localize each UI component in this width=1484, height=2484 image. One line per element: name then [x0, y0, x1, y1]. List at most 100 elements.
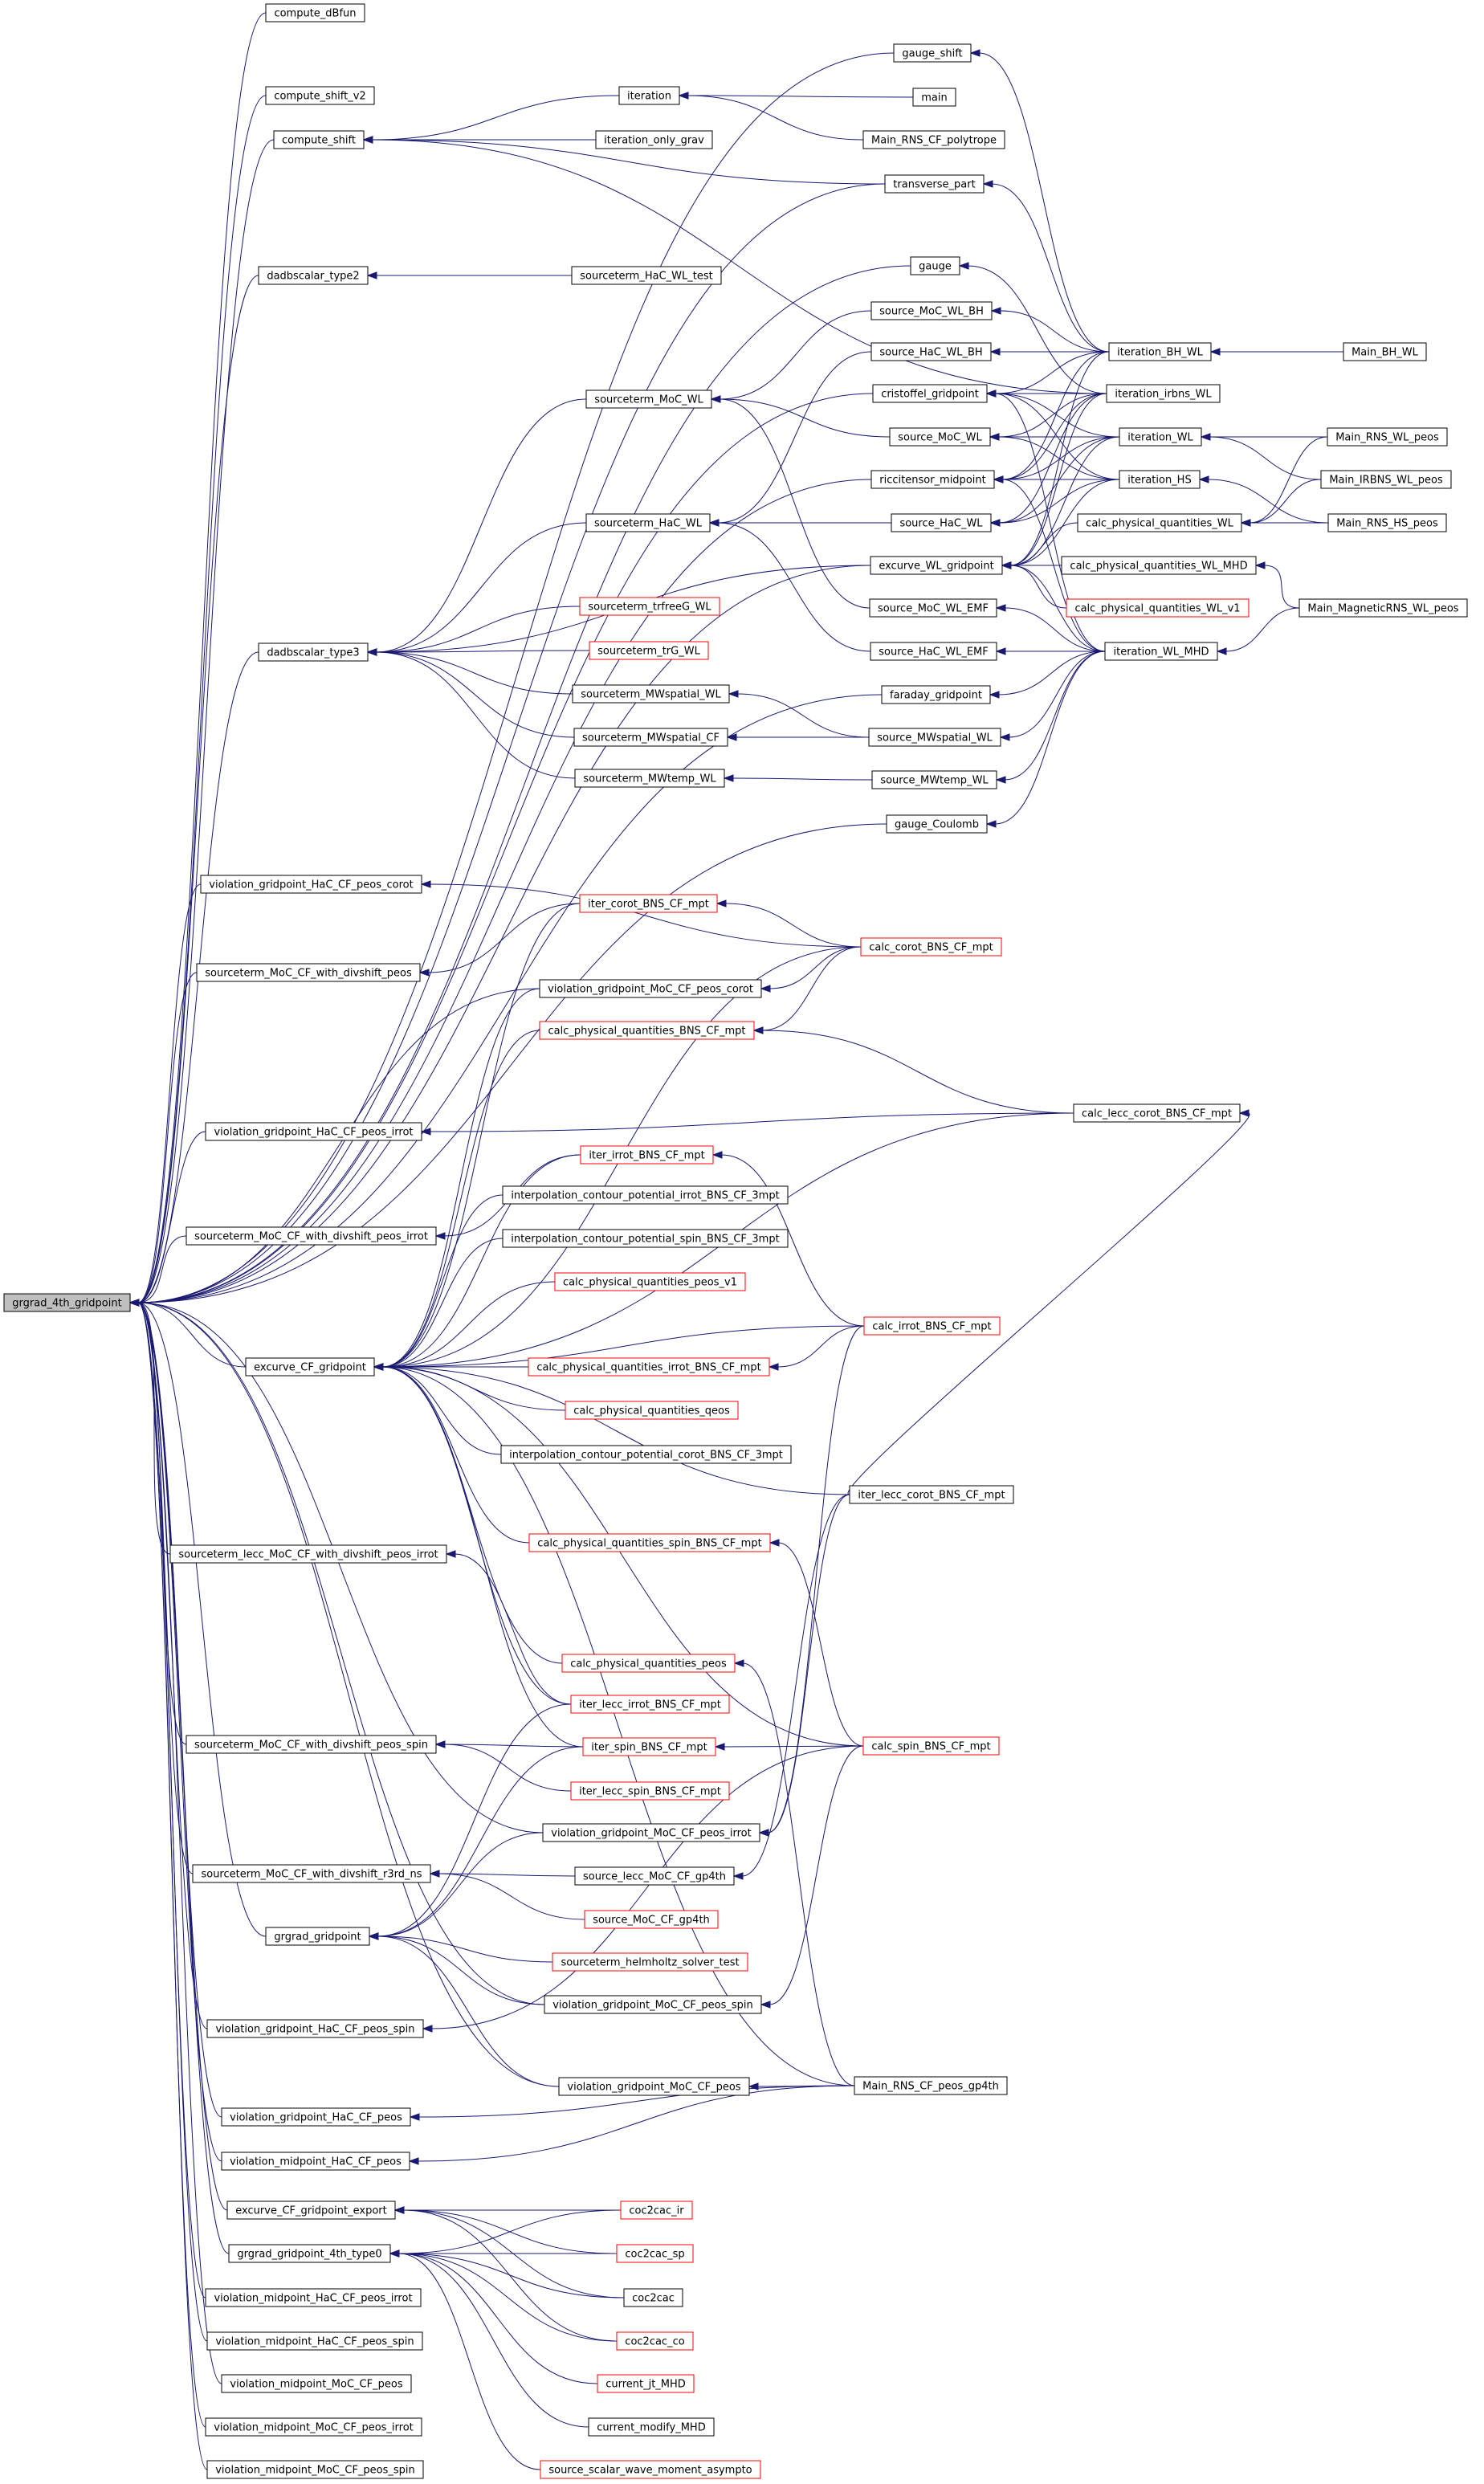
- function-node[interactable]: source_MWspatial_WL: [868, 728, 1001, 747]
- function-node[interactable]: Main_IRBNS_WL_peos: [1320, 470, 1452, 489]
- root-function-node[interactable]: grgrad_4th_gridpoint: [3, 1293, 131, 1312]
- function-node[interactable]: sourceterm_MWspatial_WL: [572, 684, 730, 704]
- function-node[interactable]: sourceterm_HaC_WL: [585, 513, 711, 532]
- function-node[interactable]: riccitensor_midpoint: [870, 470, 995, 489]
- function-node[interactable]: violation_gridpoint_MoC_CF_peos_irrot: [542, 1823, 760, 1842]
- function-node[interactable]: source_HaC_WL_BH: [870, 342, 992, 361]
- function-node[interactable]: sourceterm_MoC_CF_with_divshift_r3rd_ns: [192, 1864, 431, 1883]
- function-node[interactable]: Main_RNS_CF_peos_gp4th: [854, 2076, 1008, 2095]
- function-node[interactable]: sourceterm_trfreeG_WL: [579, 597, 720, 616]
- function-node[interactable]: violation_midpoint_MoC_CF_peos_spin: [206, 2460, 424, 2479]
- function-node[interactable]: source_HaC_WL: [891, 513, 992, 532]
- function-node[interactable]: violation_gridpoint_HaC_CF_peos_corot: [200, 875, 422, 894]
- function-node[interactable]: calc_spin_BNS_CF_mpt: [862, 1736, 1000, 1756]
- function-node[interactable]: iteration_only_grav: [595, 130, 713, 149]
- function-node[interactable]: violation_gridpoint_HaC_CF_peos_irrot: [205, 1122, 422, 1141]
- function-node[interactable]: excurve_WL_gridpoint: [870, 556, 1003, 575]
- function-node[interactable]: violation_midpoint_HaC_CF_peos: [221, 2152, 410, 2171]
- function-node[interactable]: calc_physical_quantities_irrot_BNS_CF_mp…: [528, 1357, 770, 1377]
- function-node[interactable]: sourceterm_HaC_WL_test: [571, 266, 722, 285]
- function-node[interactable]: sourceterm_MoC_CF_with_divshift_peos_irr…: [186, 1226, 437, 1246]
- function-node[interactable]: main: [912, 88, 956, 107]
- function-node[interactable]: violation_midpoint_MoC_CF_peos_irrot: [205, 2417, 422, 2437]
- function-node[interactable]: excurve_CF_gridpoint_export: [226, 2201, 396, 2220]
- function-node[interactable]: dadbscalar_type3: [258, 642, 369, 662]
- function-node[interactable]: calc_physical_quantities_peos_v1: [554, 1272, 746, 1291]
- function-node[interactable]: gauge_shift: [893, 43, 972, 63]
- function-node[interactable]: iter_irrot_BNS_CF_mpt: [580, 1145, 714, 1165]
- function-node[interactable]: violation_gridpoint_MoC_CF_peos: [558, 2077, 750, 2096]
- function-node[interactable]: violation_gridpoint_HaC_CF_peos: [221, 2107, 411, 2127]
- function-node[interactable]: cristoffel_gridpoint: [872, 384, 988, 403]
- function-node[interactable]: coc2cac: [623, 2288, 683, 2307]
- function-node[interactable]: iteration_irbns_WL: [1106, 384, 1221, 403]
- function-node[interactable]: calc_physical_quantities_WL_MHD: [1061, 556, 1257, 575]
- function-node[interactable]: source_lecc_MoC_CF_gp4th: [574, 1866, 735, 1886]
- function-node[interactable]: source_MoC_WL_EMF: [869, 598, 997, 618]
- function-node[interactable]: violation_midpoint_MoC_CF_peos: [221, 2374, 412, 2393]
- function-node[interactable]: calc_physical_quantities_BNS_CF_mpt: [539, 1021, 755, 1040]
- function-node[interactable]: dadbscalar_type2: [258, 266, 369, 285]
- function-node[interactable]: Main_RNS_WL_peos: [1327, 427, 1448, 447]
- function-node[interactable]: violation_gridpoint_MoC_CF_peos_spin: [544, 1995, 762, 2014]
- function-node[interactable]: calc_irrot_BNS_CF_mpt: [863, 1316, 1001, 1336]
- function-node[interactable]: Main_RNS_HS_peos: [1327, 513, 1447, 532]
- function-node[interactable]: iter_corot_BNS_CF_mpt: [579, 894, 718, 913]
- function-node[interactable]: violation_gridpoint_MoC_CF_peos_corot: [539, 979, 762, 998]
- function-node[interactable]: violation_gridpoint_HaC_CF_peos_spin: [206, 2019, 424, 2038]
- function-node[interactable]: Main_BH_WL: [1343, 342, 1427, 361]
- function-node[interactable]: calc_physical_quantities_spin_BNS_CF_mpt: [528, 1533, 771, 1552]
- function-node[interactable]: source_MWtemp_WL: [871, 770, 997, 789]
- function-node[interactable]: compute_dBfun: [265, 3, 365, 22]
- function-node[interactable]: iteration_WL_MHD: [1104, 642, 1218, 661]
- function-node[interactable]: iter_lecc_corot_BNS_CF_mpt: [849, 1485, 1014, 1504]
- function-node[interactable]: Main_RNS_CF_polytrope: [862, 130, 1005, 149]
- function-node[interactable]: compute_shift: [273, 130, 365, 149]
- function-node[interactable]: transverse_part: [884, 174, 985, 194]
- function-node[interactable]: interpolation_contour_potential_spin_BNS…: [502, 1229, 789, 1248]
- function-node[interactable]: calc_physical_quantities_peos: [561, 1654, 736, 1673]
- function-node[interactable]: source_HaC_WL_EMF: [870, 642, 997, 661]
- function-node[interactable]: sourceterm_MoC_CF_with_divshift_peos_spi…: [186, 1735, 437, 1754]
- function-node[interactable]: sourceterm_helmholtz_solver_test: [552, 1952, 748, 1972]
- function-node[interactable]: current_modify_MHD: [588, 2417, 715, 2437]
- function-node[interactable]: sourceterm_MWtemp_WL: [574, 769, 725, 788]
- function-node[interactable]: excurve_CF_gridpoint: [245, 1357, 375, 1377]
- function-node[interactable]: violation_midpoint_HaC_CF_peos_spin: [206, 2331, 423, 2351]
- function-node[interactable]: sourceterm_MoC_WL: [585, 390, 712, 409]
- function-node[interactable]: iteration_HS: [1119, 470, 1201, 489]
- function-node[interactable]: source_MoC_WL_BH: [870, 301, 993, 320]
- function-node[interactable]: sourceterm_lecc_MoC_CF_with_divshift_peo…: [169, 1544, 447, 1564]
- function-node[interactable]: iter_lecc_irrot_BNS_CF_mpt: [570, 1695, 730, 1714]
- function-node[interactable]: sourceterm_trG_WL: [589, 641, 709, 660]
- function-node[interactable]: coc2cac_co: [616, 2331, 694, 2351]
- function-node[interactable]: calc_corot_BNS_CF_mpt: [860, 937, 1002, 956]
- function-node[interactable]: interpolation_contour_potential_corot_BN…: [500, 1445, 792, 1464]
- function-node[interactable]: iteration: [618, 86, 680, 105]
- function-node[interactable]: grgrad_gridpoint: [265, 1927, 370, 1946]
- function-node[interactable]: violation_midpoint_HaC_CF_peos_irrot: [205, 2288, 422, 2307]
- function-node[interactable]: sourceterm_MoC_CF_with_divshift_peos: [196, 963, 421, 982]
- function-node[interactable]: Main_MagneticRNS_WL_peos: [1298, 598, 1468, 618]
- function-node[interactable]: compute_shift_v2: [265, 86, 375, 105]
- function-node[interactable]: iteration_WL: [1119, 427, 1202, 447]
- function-node[interactable]: source_MoC_WL: [889, 427, 991, 447]
- function-node[interactable]: sourceterm_MWspatial_CF: [573, 728, 728, 747]
- function-node[interactable]: iter_lecc_spin_BNS_CF_mpt: [570, 1781, 730, 1801]
- function-node[interactable]: calc_lecc_corot_BNS_CF_mpt: [1073, 1103, 1241, 1123]
- function-node[interactable]: iteration_BH_WL: [1108, 342, 1212, 361]
- function-node[interactable]: calc_physical_quantities_WL_v1: [1066, 598, 1250, 618]
- function-node[interactable]: coc2cac_ir: [620, 2201, 693, 2220]
- function-node[interactable]: grgrad_gridpoint_4th_type0: [228, 2244, 391, 2263]
- function-node[interactable]: calc_physical_quantities_qeos: [565, 1401, 739, 1420]
- function-node[interactable]: source_scalar_wave_moment_asympto: [540, 2460, 761, 2479]
- function-node[interactable]: iter_spin_BNS_CF_mpt: [582, 1737, 716, 1756]
- function-node[interactable]: source_MoC_CF_gp4th: [584, 1910, 719, 1929]
- function-node[interactable]: faraday_gridpoint: [881, 685, 991, 704]
- function-node[interactable]: coc2cac_sp: [616, 2244, 694, 2263]
- function-node[interactable]: interpolation_contour_potential_irrot_BN…: [502, 1185, 789, 1205]
- function-node[interactable]: gauge_Coulomb: [886, 814, 988, 834]
- function-node[interactable]: calc_physical_quantities_WL: [1077, 513, 1242, 532]
- function-node[interactable]: gauge: [910, 256, 960, 275]
- function-node[interactable]: current_jt_MHD: [597, 2374, 695, 2393]
